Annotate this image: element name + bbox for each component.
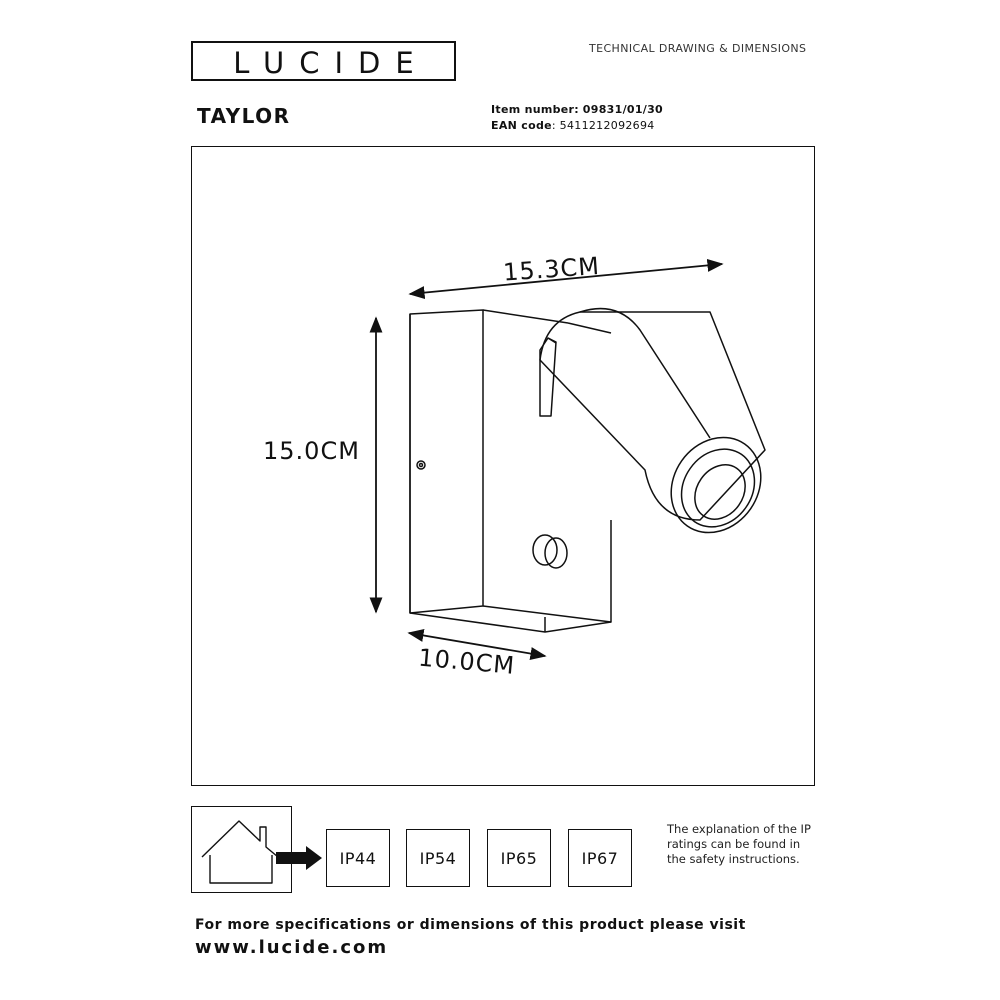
dimension-arrows [369, 258, 724, 660]
ip-rating-ip65: IP65 [487, 829, 551, 887]
item-number-value: 09831/01/30 [582, 103, 664, 116]
width-dimension-label: 15.3CM [502, 252, 601, 287]
visit-text: For more specifications or dimensions of… [195, 917, 746, 933]
ip-rating-ip67: IP67 [568, 829, 632, 887]
document-type: TECHNICAL DRAWING & DIMENSIONS [589, 42, 807, 55]
product-name: TAYLOR [197, 104, 291, 128]
ip-rating-ip44: IP44 [326, 829, 390, 887]
lamp-outline [409, 307, 766, 633]
technical-drawing: 15.3CM 15.0CM 10.0CM [263, 252, 766, 680]
item-number-label: Item number: [491, 103, 579, 116]
arrow-right-icon [276, 846, 322, 870]
website-link[interactable]: www.lucide.com [195, 937, 389, 958]
drawing-frame [191, 146, 815, 786]
height-dimension-label: 15.0CM [263, 437, 360, 465]
item-number: Item number: 09831/01/30 [491, 103, 663, 116]
logo-text: LUCIDE [233, 46, 429, 80]
ean-code-value: : 5411212092694 [551, 119, 655, 132]
indoor-outdoor-box [191, 806, 292, 893]
brand-logo: LUCIDE [191, 41, 456, 81]
house-icon [201, 820, 279, 884]
ean-code-label: EAN code [491, 119, 552, 132]
ip-rating-ip54: IP54 [406, 829, 470, 887]
ip-rating-note: The explanation of the IP ratings can be… [667, 822, 811, 866]
ean-code: EAN code: 5411212092694 [491, 119, 655, 132]
